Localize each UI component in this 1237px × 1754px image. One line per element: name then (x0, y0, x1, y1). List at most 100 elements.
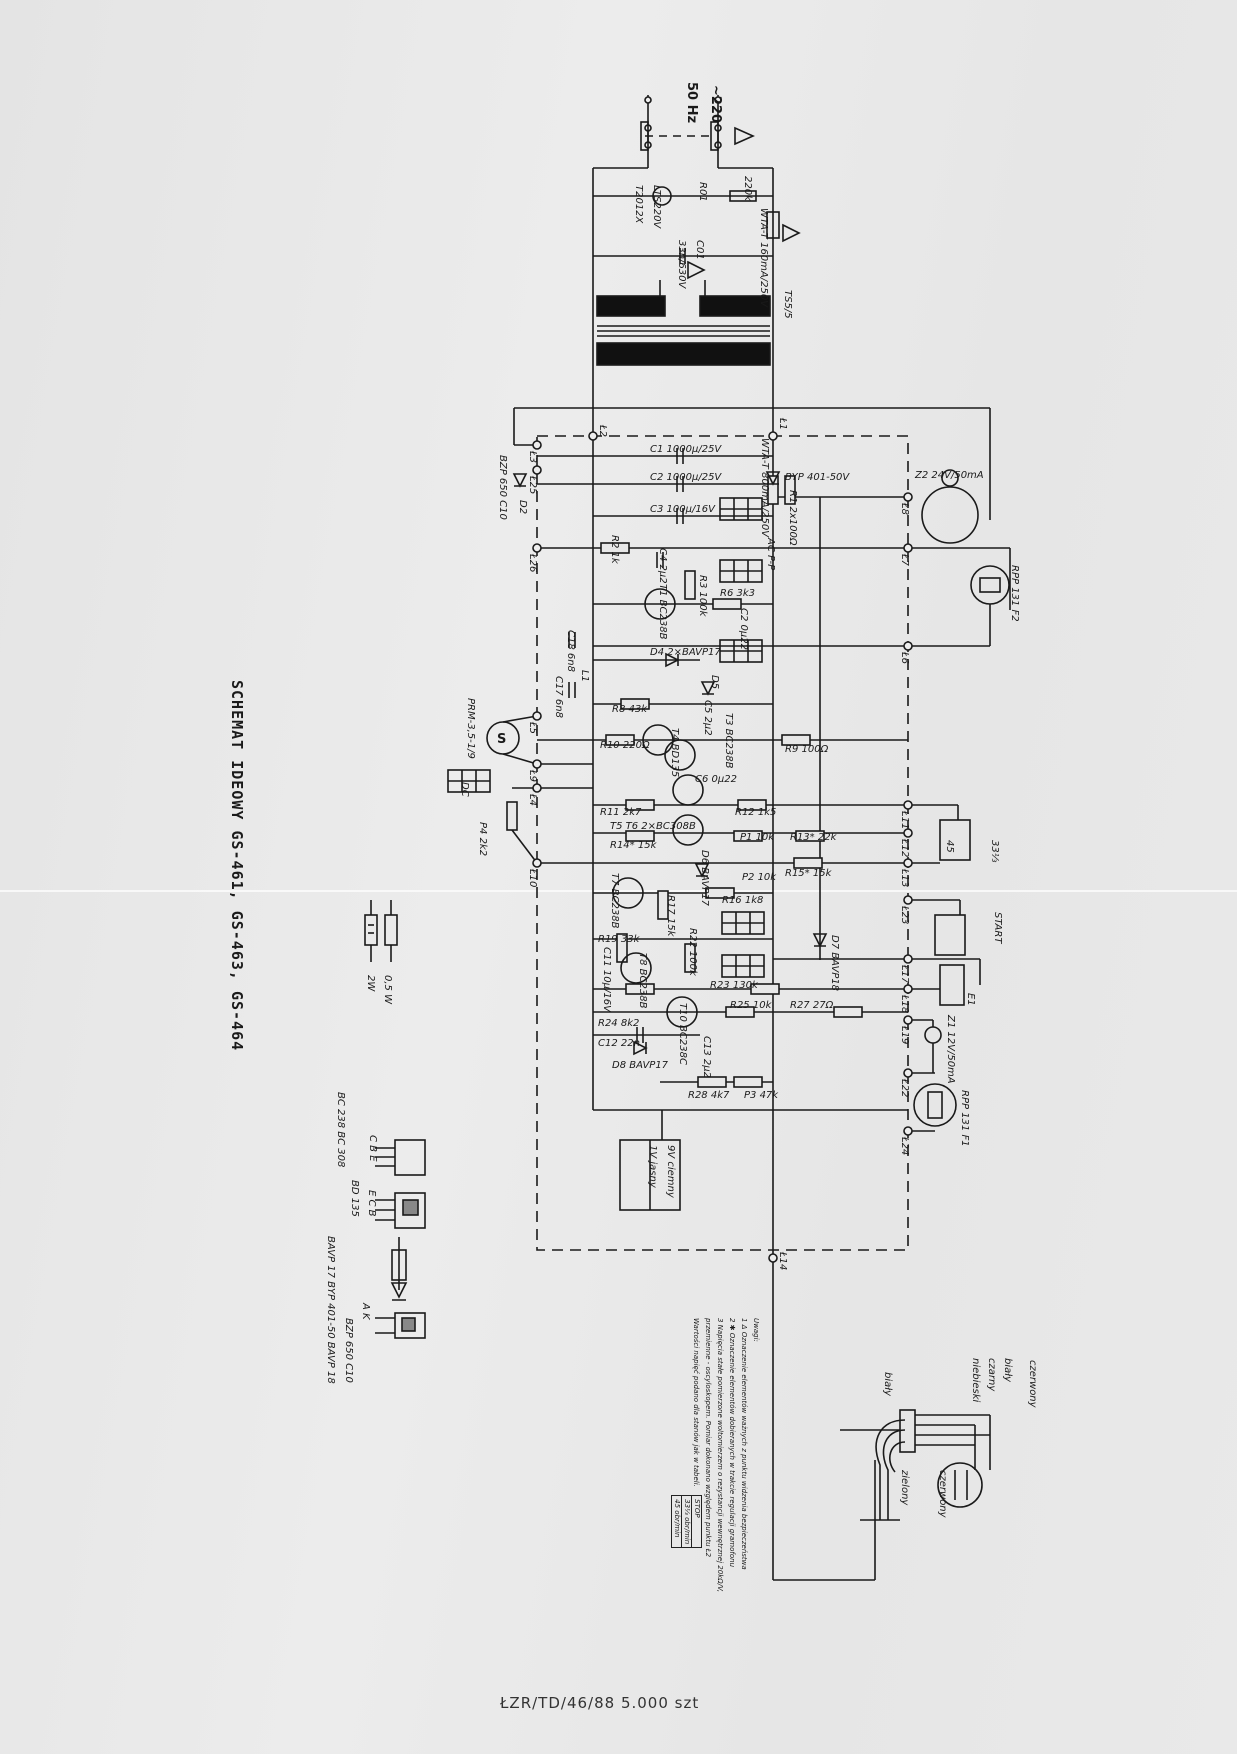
legend-05w: 0,5 W (382, 975, 393, 1005)
label-c01: C01 (694, 240, 705, 260)
conn-l1: Ł1 (777, 417, 788, 430)
resistor (733, 830, 763, 842)
note-line: Wartości napięć podano dla stanów jak w … (692, 1318, 700, 1487)
label-p4: P4 2k2 (477, 822, 488, 856)
resistor (712, 598, 742, 610)
legend-zener: BZP 650 C10 (343, 1318, 354, 1383)
mains-voltage: ~220 (708, 85, 723, 123)
state-cell: STOP (691, 1496, 701, 1548)
transformer-winding (596, 295, 666, 317)
transformer-winding (596, 342, 771, 366)
label-d7: D7 BAVP18 (829, 935, 840, 991)
connector-node (532, 465, 542, 475)
transformer-winding (699, 295, 771, 317)
transistor-icon (644, 588, 676, 620)
heatsink-tab (402, 1199, 419, 1216)
label-z2: Z2 24V/50mA (914, 470, 984, 481)
pcb-outline (536, 435, 909, 1251)
label-c17: C17 6n8 (553, 676, 564, 718)
resistor (697, 1076, 727, 1088)
note-line: 3 Napięcia stałe pomierzone woltomierzem… (716, 1318, 724, 1593)
connector-node (532, 858, 542, 868)
connector-label: Ł6 (899, 651, 910, 664)
label-r11: R11 2k7 (600, 807, 642, 818)
state-cell: 33⅓ obr/min (681, 1496, 691, 1548)
label-c3: C3 100µ/16V (650, 504, 716, 515)
resistor (767, 475, 779, 505)
diode-icon (700, 681, 716, 696)
connector-node (903, 1015, 913, 1025)
connector-label: Ł23 (899, 905, 910, 924)
label-ac: AC P-P (765, 537, 776, 571)
state-table: STOP 33⅓ obr/min 45 obr/min (671, 1495, 702, 1549)
label-p2: P2 10k (742, 872, 777, 883)
label-t10: T10 BC238C (677, 1003, 688, 1065)
label-r22: R22 100k (687, 928, 698, 977)
label-start: START (992, 912, 1003, 944)
label-t8: T8 BC238B (637, 953, 648, 1009)
switch-contact (710, 121, 719, 151)
speed-switch (939, 819, 971, 861)
connector-node (532, 440, 542, 450)
photoresistor-f1-icon (913, 1083, 957, 1127)
label-33: 33⅓ (989, 840, 1000, 863)
cartridge-icon (937, 1462, 983, 1508)
resistor (600, 542, 630, 554)
label-f2: RPP 131 F2 (1009, 565, 1020, 622)
label-r6: R6 3k3 (720, 588, 755, 599)
connector-node (903, 858, 913, 868)
resistor (733, 1076, 763, 1088)
diode-icon (812, 933, 828, 948)
resistor (605, 734, 635, 746)
connector-label: Ł26 (527, 553, 538, 572)
label-c4: C4 2µ2 (657, 548, 668, 584)
label-r10: R10 220Ω (600, 740, 650, 751)
zener-package-icon (394, 1312, 426, 1339)
contact-node (714, 96, 722, 104)
contact-node (644, 96, 652, 104)
connector-label: Ł24 (899, 1136, 910, 1155)
mains-freq: 50 Hz (684, 82, 699, 123)
label-fuse-main: WTA-T 160mA/250V (758, 208, 769, 308)
note-line: przemienne - oscyloskopem. Pomiar dokona… (704, 1318, 712, 1558)
diode-icon (765, 471, 781, 486)
label-d5: D5 (709, 675, 720, 689)
safety-triangle-icon (782, 223, 801, 243)
connector-node (532, 543, 542, 553)
note-line: 2 ✱ Oznaczenie elementów dobieranych w t… (728, 1318, 736, 1568)
label-r3: R3 100k (697, 575, 708, 618)
label-c01-val: 33n/630V (676, 240, 687, 290)
print-code: ŁZR/TD/46/88 5.000 szt (500, 1694, 700, 1712)
connector-label: Ł19 (899, 1025, 910, 1044)
conn-l14: Ł14 (777, 1251, 788, 1270)
label-fuse2: WTA-T 800mA/250V (759, 438, 770, 538)
resistor-05w-icon (384, 914, 398, 946)
label-r9: R9 100Ω (785, 744, 829, 755)
connector-node (903, 895, 913, 905)
label-45: 45 (944, 840, 955, 853)
diode-icon (694, 863, 710, 878)
connector-node (903, 800, 913, 810)
label-c1: C1 1000µ/25V (650, 444, 722, 455)
resistor (657, 890, 669, 920)
connector-label: Ł17 (899, 964, 910, 984)
lamp-icon (941, 469, 959, 487)
resistor (737, 799, 767, 811)
legend-bc: BC 238 BC 308 (335, 1092, 346, 1167)
label-r01-val: 220k (742, 176, 753, 202)
label-lamp-type: T2012X (633, 185, 644, 225)
resistor (620, 698, 650, 710)
heatsink-tab (401, 1317, 416, 1332)
label-r8: R8 43k (612, 704, 648, 715)
indicator-dark: 9V ciemny (665, 1145, 676, 1199)
transistor-icon (666, 996, 698, 1028)
connector-label: Ł9 (527, 769, 538, 782)
photoresistor-f2-icon (970, 565, 1010, 605)
connector-node (532, 783, 542, 793)
resistor (795, 830, 825, 842)
note-line: 1 Δ Oznaczenie elementów ważnych z punkt… (740, 1318, 748, 1570)
resistor (833, 1006, 863, 1018)
transistor-icon (612, 877, 644, 909)
label-c8x: C2 0µ22 (738, 608, 749, 650)
label-r15: R15* 15k (785, 868, 833, 879)
